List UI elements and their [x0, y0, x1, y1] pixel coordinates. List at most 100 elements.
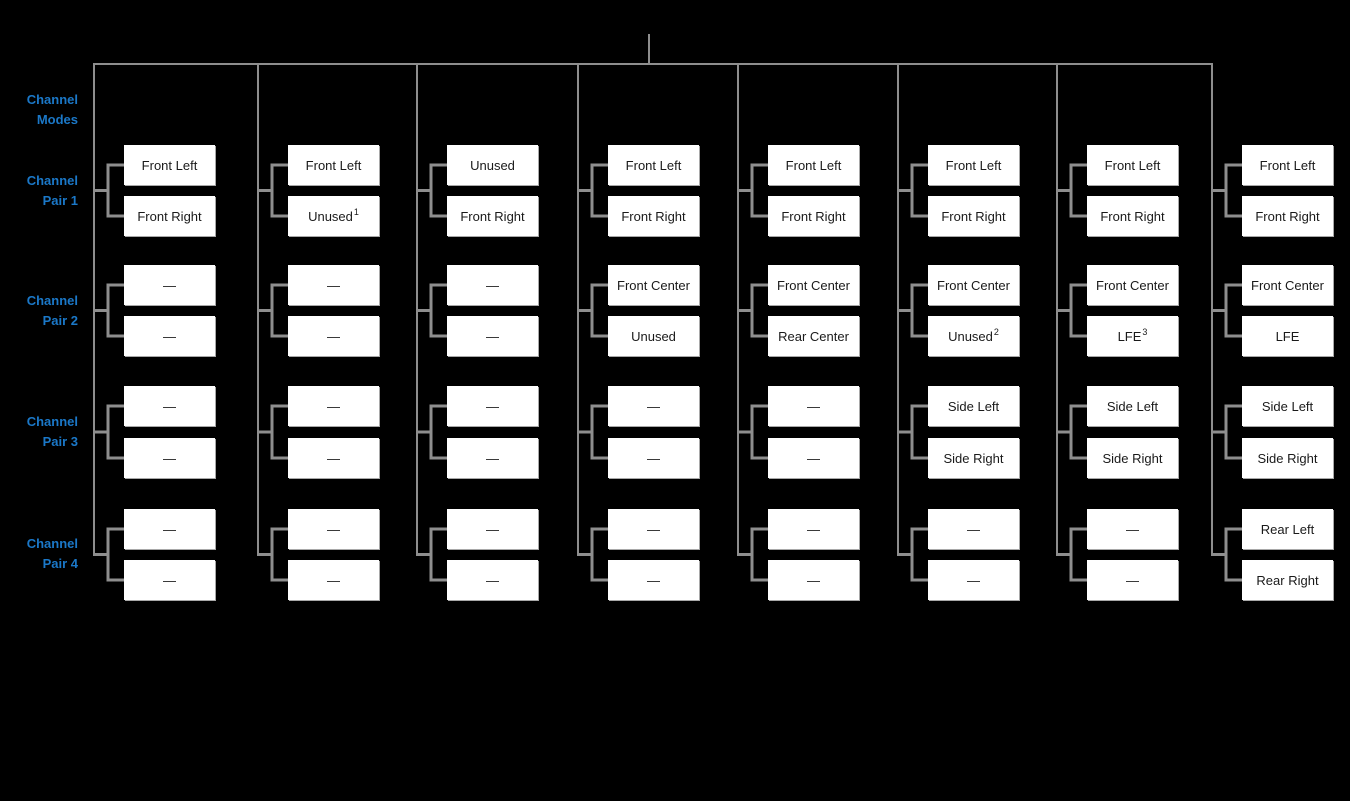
channel-box: Front Right	[608, 196, 699, 236]
channel-box: —	[124, 386, 215, 426]
channel-box-label: Front Center	[1251, 277, 1324, 293]
channel-box-label: —	[807, 450, 820, 466]
row-label-line: Pair 3	[42, 434, 78, 449]
row-label-channel-modes: Channel Modes	[0, 90, 78, 130]
channel-box-label: Front Right	[621, 208, 686, 224]
channel-box: Side Left	[1242, 386, 1333, 426]
channel-box-label: —	[807, 572, 820, 588]
channel-box: —	[447, 560, 538, 600]
channel-box: —	[768, 509, 859, 549]
channel-box: Front Left	[768, 145, 859, 185]
channel-box: —	[124, 560, 215, 600]
channel-box-label: —	[807, 398, 820, 414]
row-label-line: Channel	[26, 293, 78, 308]
channel-box-label: Front Right	[460, 208, 525, 224]
row-label-channel-pair-1: Channel Pair 1	[0, 171, 78, 211]
channel-box-label: Front Left	[785, 157, 842, 173]
channel-box-label: Front Right	[941, 208, 1006, 224]
channel-box-label: Side Left	[1261, 398, 1314, 414]
channel-box-label: —	[647, 398, 660, 414]
channel-box-label: —	[327, 328, 340, 344]
channel-box-label: Side Left	[947, 398, 1000, 414]
channel-box-label: —	[163, 521, 176, 537]
channel-box-label: —	[647, 521, 660, 537]
channel-box-label: Front Left	[141, 157, 198, 173]
row-label-line: Channel	[26, 92, 78, 107]
row-label-line: Pair 2	[42, 313, 78, 328]
channel-box: Front Right	[768, 196, 859, 236]
channel-box-label: —	[967, 572, 980, 588]
channel-box-label: —	[163, 398, 176, 414]
channel-box-label: Side Right	[943, 450, 1004, 466]
channel-box: —	[124, 316, 215, 356]
channel-box: Front Left	[608, 145, 699, 185]
channel-box: Front Center	[928, 265, 1019, 305]
channel-box-label: Unused	[308, 208, 353, 224]
channel-box-label: Rear Left	[1260, 521, 1315, 537]
channel-box: —	[288, 265, 379, 305]
row-label-line: Channel	[26, 173, 78, 188]
channel-box: Rear Center	[768, 316, 859, 356]
channel-box: —	[1087, 560, 1178, 600]
channel-box-label: Side Right	[1257, 450, 1318, 466]
channel-box-label: —	[486, 328, 499, 344]
channel-box: Front Right	[928, 196, 1019, 236]
channel-box: —	[608, 560, 699, 600]
channel-box-label: —	[486, 398, 499, 414]
channel-box: —	[124, 265, 215, 305]
channel-box: —	[447, 509, 538, 549]
channel-box-label: —	[327, 277, 340, 293]
channel-box-label: —	[327, 398, 340, 414]
row-label-line: Channel	[26, 536, 78, 551]
channel-box-label: Front Left	[1259, 157, 1316, 173]
channel-box: Side Right	[1242, 438, 1333, 478]
channel-box: Front Left	[1242, 145, 1333, 185]
row-label-channel-pair-2: Channel Pair 2	[0, 291, 78, 331]
channel-box-label: —	[163, 328, 176, 344]
row-label-line: Channel	[26, 414, 78, 429]
channel-box: —	[928, 560, 1019, 600]
channel-box: —	[1087, 509, 1178, 549]
channel-box: Side Right	[1087, 438, 1178, 478]
channel-box-label: —	[327, 572, 340, 588]
channel-box-label: LFE	[1275, 328, 1300, 344]
channel-box-label: Front Left	[1104, 157, 1161, 173]
channel-box-label: Front Center	[617, 277, 690, 293]
channel-box: —	[447, 438, 538, 478]
channel-box-label: —	[486, 450, 499, 466]
channel-box: Front Right	[124, 196, 215, 236]
channel-box-label: Side Left	[1106, 398, 1159, 414]
row-label-channel-pair-4: Channel Pair 4	[0, 534, 78, 574]
row-label-line: Modes	[36, 112, 78, 127]
channel-box-label: Front Right	[137, 208, 202, 224]
channel-box: —	[768, 386, 859, 426]
channel-box: Front Center	[1242, 265, 1333, 305]
channel-box: —	[288, 509, 379, 549]
channel-box: —	[447, 265, 538, 305]
channel-box: —	[928, 509, 1019, 549]
channel-box: —	[447, 386, 538, 426]
row-label-line: Pair 1	[42, 193, 78, 208]
channel-box-label: —	[486, 572, 499, 588]
row-label-line: Pair 4	[42, 556, 78, 571]
channel-box-label: —	[647, 572, 660, 588]
channel-box: Side Right	[928, 438, 1019, 478]
channel-box-label: Rear Center	[778, 328, 849, 344]
channel-box: LFE	[1242, 316, 1333, 356]
channel-box: Side Left	[928, 386, 1019, 426]
channel-box-label: —	[327, 521, 340, 537]
channel-box: Front Left	[124, 145, 215, 185]
channel-box: Front Left	[928, 145, 1019, 185]
channel-box: —	[768, 560, 859, 600]
channel-box-label: —	[163, 277, 176, 293]
channel-box: —	[608, 438, 699, 478]
channel-box: Front Center	[1087, 265, 1178, 305]
channel-box-label: —	[486, 521, 499, 537]
channel-box-label: —	[807, 521, 820, 537]
channel-box-label: —	[163, 572, 176, 588]
channel-box: —	[288, 386, 379, 426]
